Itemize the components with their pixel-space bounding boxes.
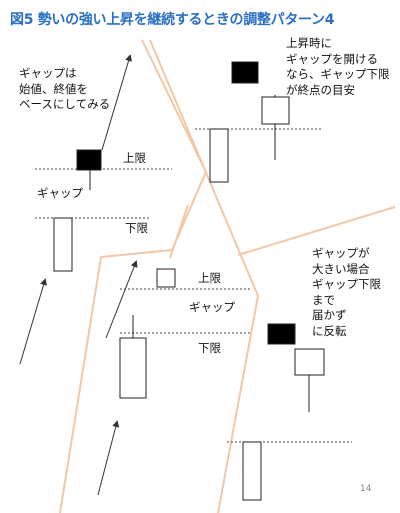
note-left-top-line: ギャップは [19,66,77,80]
gap-reference-lines [35,128,352,443]
upper-limit-label-1: 上限 [123,151,146,165]
up-arrow-2 [19,278,47,365]
up-arrow-4 [105,260,138,339]
page-number: 14 [360,484,372,494]
note-right-top-line: なら、ギャップ下限 [286,67,390,81]
candlesticks [53,61,325,501]
divider-right [149,39,260,513]
up-arrow-3 [97,420,120,496]
note-left-top-line: 始値、終値を [19,81,88,96]
slide-title: 図5 勢いの強い上昇を継続するときの調整パターン4 [10,12,335,28]
candle-bullish-3 [119,337,147,399]
note-right-bottom-line: 大きい場合 [312,261,370,276]
candle-white-2 [261,96,290,125]
divider-middle [169,204,189,259]
lower-limit-label-1: 下限 [125,221,148,235]
panel-dividers [59,39,396,513]
candle-bearish-1 [76,149,102,171]
note-right-bottom: ギャップが 大きい場合 ギャップ下限 まで 届かず に反転 [312,246,381,339]
note-right-bottom-line: まで [312,292,335,307]
note-right-top-line: が終点の目安 [286,82,355,97]
candle-small-3 [156,268,176,288]
note-right-bottom-line: ギャップ下限 [312,277,381,291]
note-right-bottom-line: に反転 [312,323,347,338]
candle-bearish-4 [267,323,296,345]
trend-arrows [19,54,138,496]
candle-bullish-1 [53,217,73,272]
note-right-top: 上昇時に ギャップを開ける なら、ギャップ下限 が終点の目安 [286,36,390,98]
candle-white-4 [294,348,325,376]
up-arrow-1 [101,54,132,151]
note-right-top-line: 上昇時に [286,36,332,50]
gap-label-1: ギャップ [37,186,83,200]
note-right-top-line: ギャップを開ける [286,51,378,66]
note-right-bottom-line: ギャップが [312,246,370,260]
candle-bullish-2 [209,128,229,183]
divider-lower-right [237,206,396,256]
lower-limit-label-3: 下限 [198,341,221,355]
candle-bullish-4 [242,441,262,501]
note-left-top: ギャップは 始値、終値を ベースにしてみる [19,66,110,113]
upper-limit-label-3: 上限 [198,271,221,285]
gap-label-3: ギャップ [189,300,235,314]
candle-bearish-2 [231,61,259,84]
note-right-bottom-line: 届かず [312,308,347,322]
note-left-top-line: ベースにしてみる [19,97,111,111]
